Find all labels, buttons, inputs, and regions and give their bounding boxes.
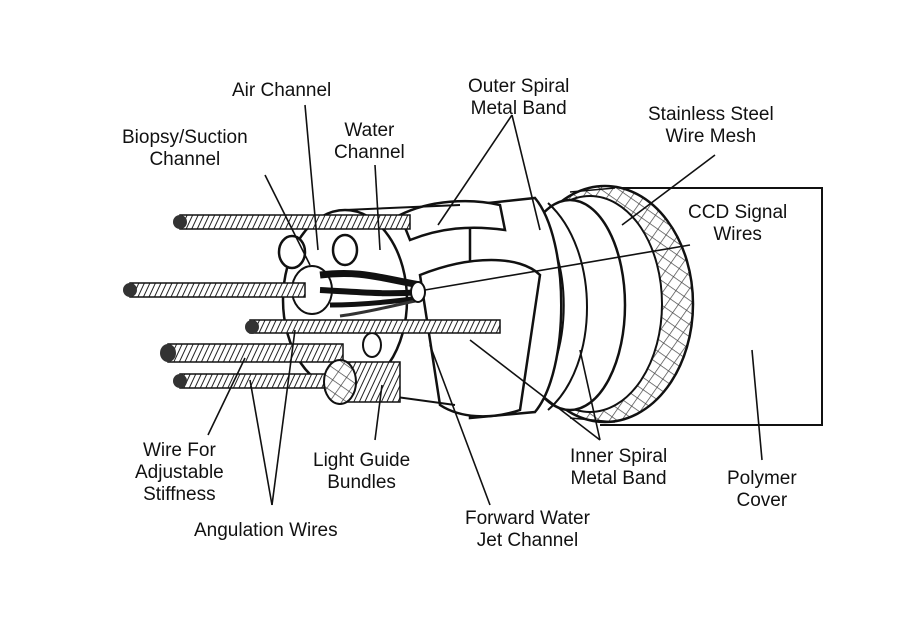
label-outer-spiral-band: Outer Spiral Metal Band <box>468 76 570 119</box>
label-stainless-mesh: Stainless Steel Wire Mesh <box>648 104 774 147</box>
stiffness-wire <box>160 343 344 363</box>
label-ccd-signal-wires: CCD Signal Wires <box>688 202 788 245</box>
forward-jet-port <box>362 332 382 358</box>
label-air-channel: Air Channel <box>232 80 332 101</box>
label-water-channel: Water Channel <box>334 120 405 163</box>
light-guide-bundle <box>323 359 401 405</box>
air-channel-ring <box>277 234 307 270</box>
label-forward-water-jet: Forward Water Jet Channel <box>465 508 590 551</box>
lower-wire <box>245 319 501 334</box>
outer-spiral-band <box>398 196 563 420</box>
left-wire <box>123 282 306 298</box>
label-inner-spiral-band: Inner Spiral Metal Band <box>570 446 668 489</box>
water-channel-ring <box>331 233 359 267</box>
label-stiffness-wire: Wire For Adjustable Stiffness <box>135 440 224 505</box>
leader-lines <box>207 104 763 506</box>
top-wire <box>173 214 411 230</box>
label-polymer-cover: Polymer Cover <box>727 468 797 511</box>
label-biopsy-channel: Biopsy/Suction Channel <box>122 127 248 170</box>
ccd-wire-bundle <box>319 269 426 318</box>
label-angulation-wires: Angulation Wires <box>194 520 338 541</box>
bottom-wire <box>173 373 331 389</box>
label-light-guide: Light Guide Bundles <box>313 450 411 493</box>
